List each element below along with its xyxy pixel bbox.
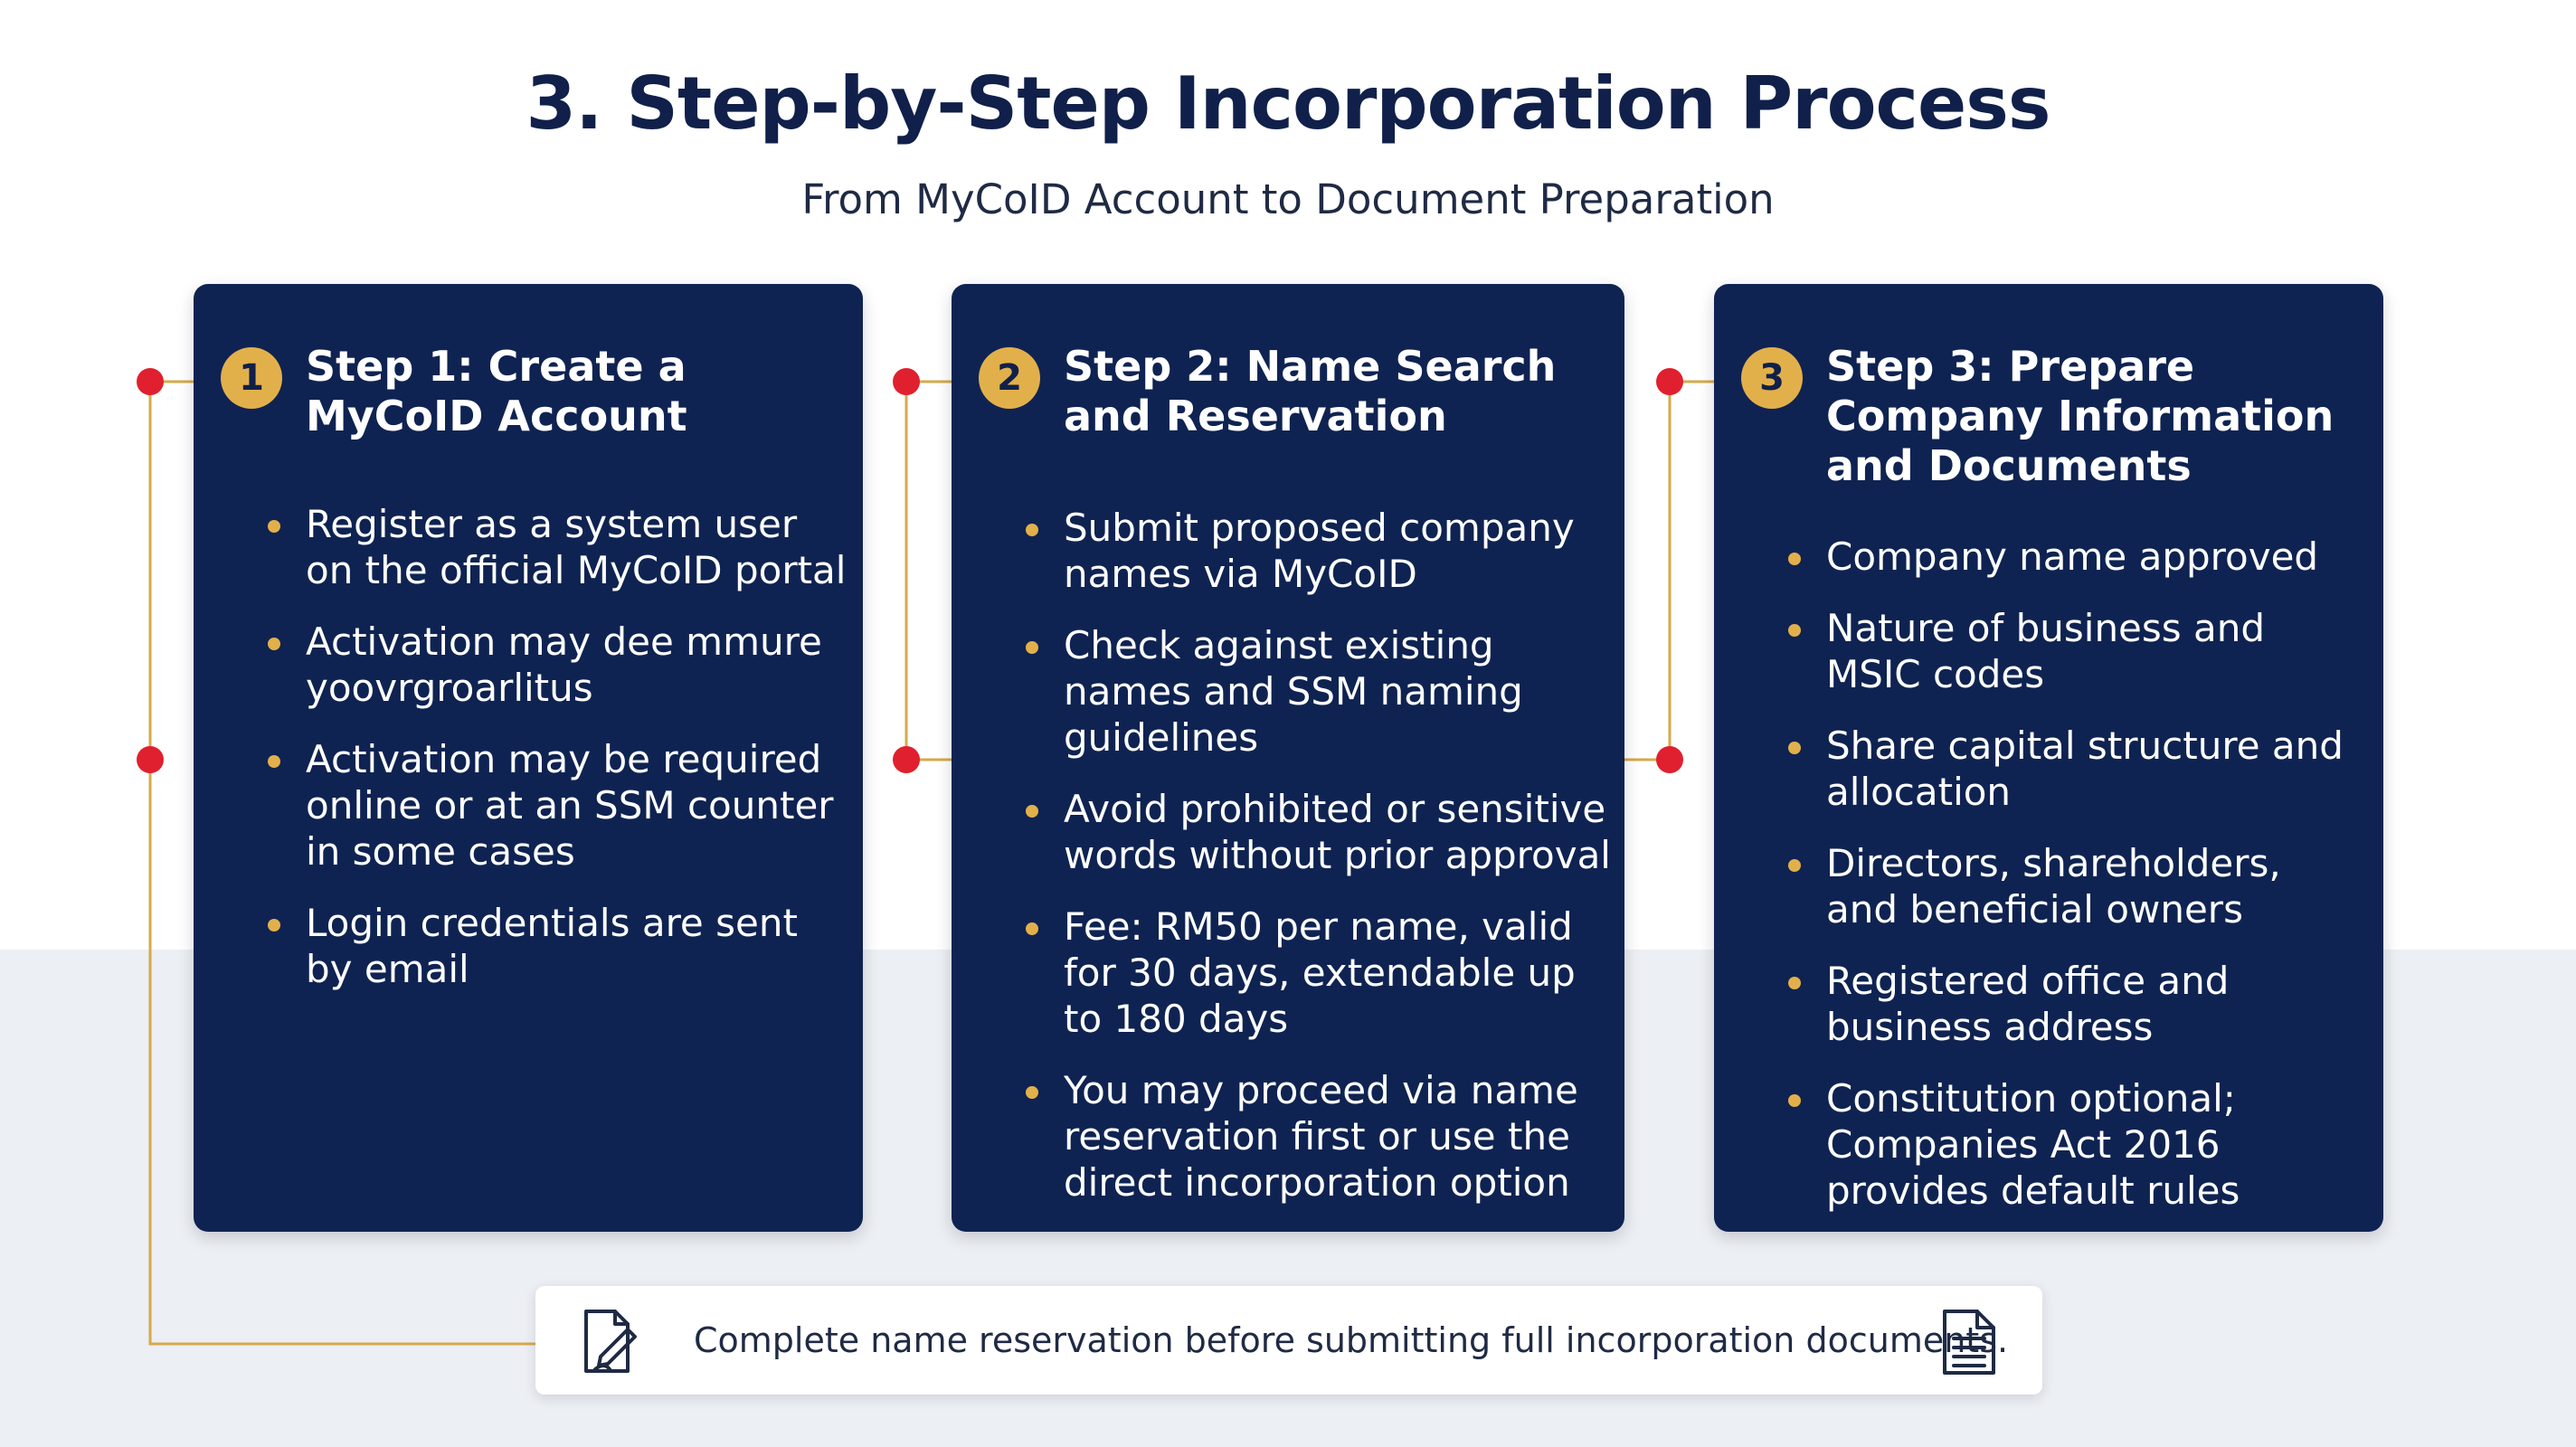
step-number-badge: 2 [979,347,1040,409]
bullet-item: You may proceed via name reservation fir… [1026,1067,1615,1206]
note-box: Complete name reservation before submitt… [535,1286,2042,1395]
step-card-1: 1 Step 1: Create a MyCoID Account Regist… [194,284,863,1232]
step-number-badge: 1 [221,347,282,409]
bullet-item: Register as a system user on the officia… [268,501,848,593]
document-icon [1943,1310,1995,1375]
step-bullet-list: Register as a system user on the officia… [268,501,848,1017]
bullet-item: Nature of business and MSIC codes [1788,605,2360,697]
bullet-item: Company name approved [1788,534,2360,580]
page-title: 3. Step-by-Step Incorporation Process [526,61,2051,146]
bullet-item: Avoid prohibited or sensitive words with… [1026,786,1615,878]
bullet-item: Registered office and business address [1788,958,2360,1050]
document-edit-icon [584,1310,637,1373]
step-title: Step 3: Prepare Company Information and … [1826,342,2334,490]
step-card-3: 3 Step 3: Prepare Company Information an… [1714,284,2383,1232]
step-title: Step 2: Name Search and Reservation [1064,342,1557,440]
step-number-badge: 3 [1741,347,1803,409]
bullet-item: Constitution optional; Companies Act 201… [1788,1075,2360,1214]
bullet-item: Directors, shareholders, and beneficial … [1788,840,2360,932]
bullet-item: Fee: RM50 per name, valid for 30 days, e… [1026,903,1615,1042]
bullet-item: Share capital structure and allocation [1788,723,2360,815]
bullet-item: Check against existing names and SSM nam… [1026,622,1615,761]
bullet-item: Activation may dee mmure yoovrgroarlitus [268,619,848,711]
bullet-item: Submit proposed company names via MyCoID [1026,505,1615,597]
step-title: Step 1: Create a MyCoID Account [306,342,687,440]
note-text: Complete name reservation before submitt… [694,1320,2009,1360]
bullet-item: Login credentials are sent by email [268,900,848,992]
step-card-2: 2 Step 2: Name Search and Reservation Su… [952,284,1624,1232]
page-subtitle: From MyCoID Account to Document Preparat… [801,175,1775,223]
step-bullet-list: Company name approved Nature of business… [1788,534,2360,1239]
step-bullet-list: Submit proposed company names via MyCoID… [1026,505,1615,1231]
bullet-item: Activation may be required online or at … [268,736,848,875]
